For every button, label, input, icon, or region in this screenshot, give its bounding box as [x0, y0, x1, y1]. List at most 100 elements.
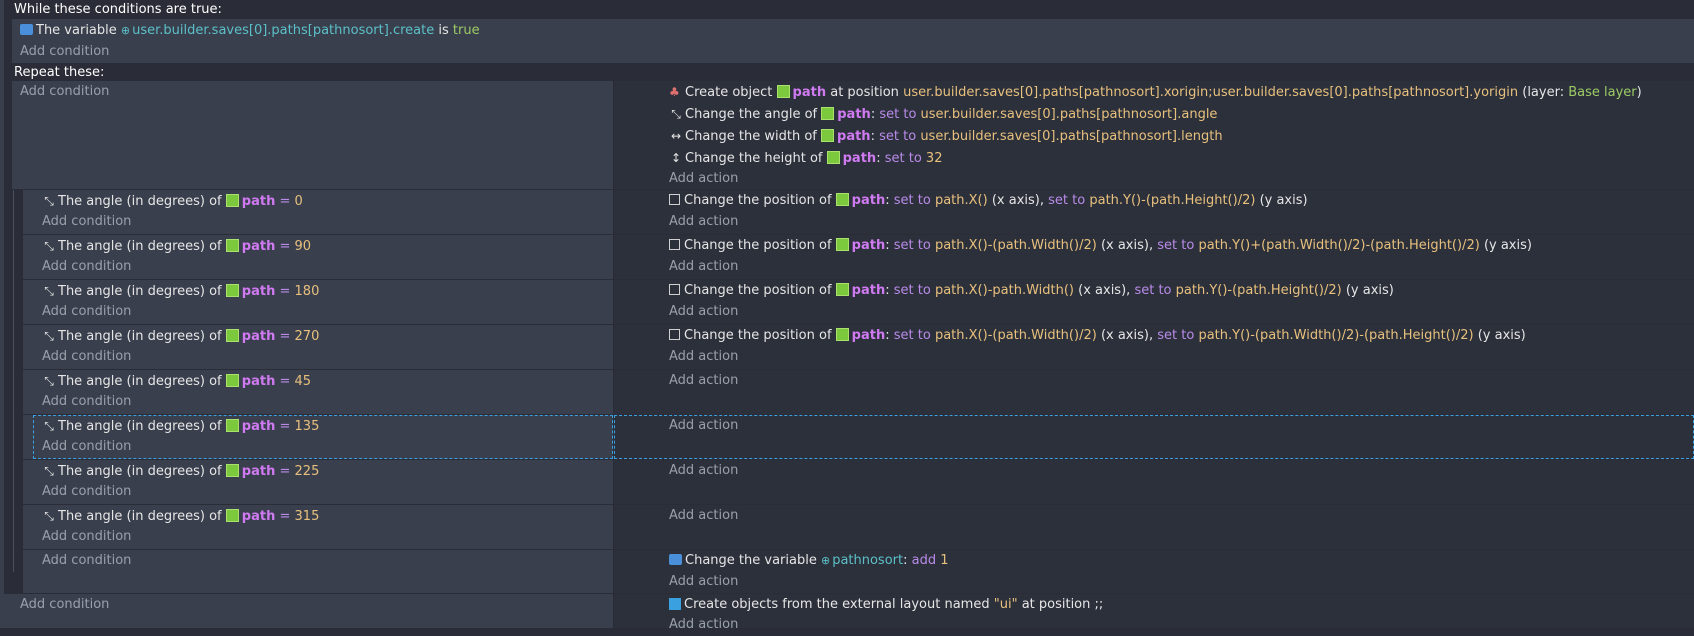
change-variable-action[interactable]: Change the variable ⊕pathnosort: add 1 [669, 550, 949, 572]
while-conditions-block[interactable] [12, 19, 1694, 63]
sub-event-conditions[interactable] [33, 460, 613, 504]
angle-condition[interactable]: ⤡The angle (in degrees) of path = 135 [42, 415, 319, 437]
sub-event-actions[interactable] [614, 460, 1694, 504]
add-condition-link[interactable]: Add condition [20, 597, 110, 612]
add-action-link[interactable]: Add action [669, 617, 739, 632]
repeat-header: Repeat these: [14, 65, 105, 80]
rotate-icon: ⤡ [44, 419, 54, 433]
sprite-icon [835, 238, 849, 251]
event-gutter [23, 190, 33, 234]
external-layout-actions-column[interactable] [614, 594, 1694, 628]
sprite-icon [826, 151, 840, 164]
add-condition-link[interactable]: Add condition [42, 259, 132, 274]
position-icon [669, 329, 680, 340]
sub-event-actions[interactable] [614, 325, 1694, 369]
sub-event-conditions[interactable] [33, 505, 613, 549]
add-action-link[interactable]: Add action [669, 259, 739, 274]
create-object-action[interactable]: ♣Create object path at position user.bui… [669, 81, 1642, 103]
change-angle-action[interactable]: ⤡Change the angle of path: set to user.b… [669, 103, 1217, 125]
change-position-action[interactable]: Change the position of path: set to path… [669, 235, 1532, 257]
variable-icon [20, 24, 33, 35]
create-object-icon: ♣ [669, 85, 680, 99]
add-action-link[interactable]: Add action [669, 574, 739, 589]
add-action-link[interactable]: Add action [669, 214, 739, 229]
angle-condition[interactable]: ⤡The angle (in degrees) of path = 45 [42, 370, 311, 392]
position-icon [669, 194, 680, 205]
add-action-link[interactable]: Add action [669, 349, 739, 364]
sprite-icon [225, 509, 239, 522]
sub-event-conditions[interactable] [33, 370, 613, 414]
create-external-layout-action[interactable]: Create objects from the external layout … [669, 594, 1103, 616]
sprite-icon [225, 284, 239, 297]
angle-condition[interactable]: ⤡The angle (in degrees) of path = 225 [42, 460, 319, 482]
rotate-icon: ⤡ [44, 374, 54, 388]
sub-event-conditions[interactable] [33, 325, 613, 369]
change-position-action[interactable]: Change the position of path: set to path… [669, 190, 1308, 212]
sprite-icon [225, 239, 239, 252]
sub-event-actions[interactable] [614, 370, 1694, 414]
variable-icon [669, 554, 682, 565]
change-position-action[interactable]: Change the position of path: set to path… [669, 325, 1526, 347]
angle-condition[interactable]: ⤡The angle (in degrees) of path = 315 [42, 505, 319, 527]
sub-event-actions[interactable] [614, 280, 1694, 324]
external-layout-conditions-column[interactable] [4, 594, 614, 628]
sub-event-conditions[interactable] [33, 235, 613, 279]
while-header: While these conditions are true: [14, 2, 222, 17]
sprite-icon [835, 193, 849, 206]
external-layout-icon [669, 598, 681, 610]
add-condition-link[interactable]: Add condition [42, 214, 132, 229]
sprite-icon [821, 129, 835, 142]
add-action-link[interactable]: Add action [669, 418, 739, 433]
add-condition-link[interactable]: Add condition [42, 394, 132, 409]
sub-event-conditions[interactable] [33, 280, 613, 324]
rotate-icon: ⤡ [671, 107, 681, 121]
add-action-link[interactable]: Add action [669, 508, 739, 523]
sub-event-actions[interactable] [614, 415, 1694, 459]
add-condition-link[interactable]: Add condition [42, 439, 132, 454]
rotate-icon: ⤡ [44, 464, 54, 478]
change-height-action[interactable]: ↕Change the height of path: set to 32 [669, 147, 942, 169]
position-icon [669, 284, 680, 295]
rotate-icon: ⤡ [44, 284, 54, 298]
add-condition-link[interactable]: Add condition [42, 304, 132, 319]
add-condition-link[interactable]: Add condition [42, 484, 132, 499]
add-action-link[interactable]: Add action [669, 373, 739, 388]
add-condition-link[interactable]: Add condition [20, 44, 110, 59]
rotate-icon: ⤡ [44, 509, 54, 523]
angle-condition[interactable]: ⤡The angle (in degrees) of path = 0 [42, 190, 303, 212]
increment-conditions-column[interactable] [33, 550, 613, 593]
main-actions-column[interactable] [614, 81, 1694, 189]
add-condition-link[interactable]: Add condition [42, 349, 132, 364]
sprite-icon [776, 85, 790, 98]
sprite-icon [225, 329, 239, 342]
sub-event-conditions[interactable] [33, 415, 613, 459]
sub-event-actions[interactable] [614, 190, 1694, 234]
event-gutter [23, 415, 33, 459]
event-gutter [23, 460, 33, 504]
add-condition-link[interactable]: Add condition [42, 529, 132, 544]
while-condition[interactable]: The variable ⊕user.builder.saves[0].path… [20, 20, 480, 42]
rotate-icon: ⤡ [44, 329, 54, 343]
rotate-icon: ⤡ [44, 239, 54, 253]
main-conditions-column[interactable] [12, 81, 614, 189]
sprite-icon [225, 374, 239, 387]
angle-condition[interactable]: ⤡The angle (in degrees) of path = 270 [42, 325, 319, 347]
sprite-icon [835, 328, 849, 341]
change-position-action[interactable]: Change the position of path: set to path… [669, 280, 1394, 302]
add-condition-link[interactable]: Add condition [42, 553, 132, 568]
scene-variable-icon: ⊕ [820, 554, 831, 567]
add-action-link[interactable]: Add action [669, 463, 739, 478]
height-icon: ↕ [670, 151, 682, 165]
change-width-action[interactable]: ↔Change the width of path: set to user.b… [669, 125, 1223, 147]
angle-condition[interactable]: ⤡The angle (in degrees) of path = 180 [42, 280, 319, 302]
add-condition-link[interactable]: Add condition [20, 84, 110, 99]
sub-event-actions[interactable] [614, 505, 1694, 549]
angle-condition[interactable]: ⤡The angle (in degrees) of path = 90 [42, 235, 311, 257]
add-action-link[interactable]: Add action [669, 171, 739, 186]
add-action-link[interactable]: Add action [669, 304, 739, 319]
increment-actions-column[interactable] [614, 550, 1694, 593]
event-gutter [23, 280, 33, 324]
sub-event-conditions[interactable] [33, 190, 613, 234]
rotate-icon: ⤡ [44, 194, 54, 208]
sub-event-actions[interactable] [614, 235, 1694, 279]
